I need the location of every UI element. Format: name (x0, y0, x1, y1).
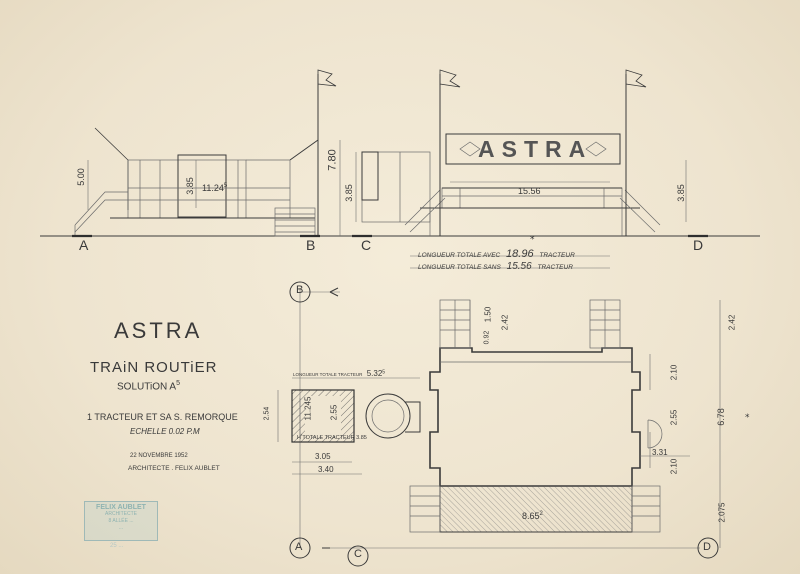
architect-stamp: FELIX AUBLET ARCHITECTE 8 ALLÉE ... ... (84, 501, 158, 541)
dim-500: 5.00 (75, 168, 86, 186)
dim-210-a: 2.10 (669, 364, 679, 381)
section-mark-d: D (693, 237, 704, 253)
title-block: ASTRA TRAiN ROUTiER SOLUTiON A5 1 TRACTE… (80, 318, 280, 478)
tractor-dim-340: 3.40 (318, 465, 334, 474)
dim-242-a: 2.42 (500, 314, 510, 331)
dim-678: 6.78 (715, 408, 726, 426)
floor-plan: * (277, 281, 750, 567)
section-mark-b: B (306, 237, 316, 253)
architect-name: ARCHITECTE . FELIX AUBLET (128, 465, 220, 472)
plan-mark-d: D (703, 541, 711, 553)
plan-mark-a: A (295, 541, 303, 553)
dim-385-c: 3.85 (675, 184, 686, 202)
front-elevation: * (352, 69, 708, 269)
sign-lettering: ASTRA (478, 136, 593, 162)
dim-150: 1.50 (483, 306, 493, 323)
platform-area: 8.652 (522, 511, 543, 521)
dim-092: 0.92 (483, 330, 491, 345)
dim-780: 7.80 (326, 149, 339, 171)
total-length-with-tractor: LONGUEUR TOTALE AVEC 18.96 TRACTEUR (418, 248, 575, 260)
plan-mark-c: C (354, 548, 362, 560)
svg-text:*: * (745, 413, 750, 423)
plan-mark-b: B (296, 284, 304, 296)
dim-385-b: 3.85 (343, 184, 354, 202)
section-mark-a: A (79, 237, 89, 253)
side-elevation (72, 69, 341, 238)
total-length-without-tractor: LONGUEUR TOTALE SANS 15.56 TRACTEUR (418, 261, 573, 272)
project-subject: TRAiN ROUTiER (90, 359, 218, 376)
tractor-dim-1124: 11.245 (303, 396, 313, 421)
stamp-footer: 25 ... (110, 543, 124, 549)
project-name: ASTRA (114, 318, 203, 343)
dim-385-a: 3.85 (184, 177, 195, 195)
dim-2075: 2.075 (717, 502, 727, 523)
elevations: * (40, 69, 760, 269)
project-date: 22 NOVEMBRE 1952 (130, 453, 188, 459)
dim-1556: 15.56 (518, 186, 541, 196)
dim-242-b: 2.42 (727, 314, 737, 331)
project-solution: SOLUTiON A5 (117, 380, 180, 393)
project-composition: 1 TRACTEUR ET SA S. REMORQUE (87, 412, 238, 422)
tractor-total-length: LONGUEUR TOTALE TRACTEUR 5.325 (293, 369, 386, 378)
tractor-height-note: HrTOTALE TRACTEUR 3.85 (297, 432, 367, 441)
center-mark: * (530, 235, 535, 245)
project-scale: ECHELLE 0.02 P.M (130, 427, 200, 436)
dim-1124: 11.245 (202, 183, 228, 193)
dim-331: 3.31 (652, 448, 668, 457)
tractor-dim-305: 3.05 (315, 452, 331, 461)
tractor-dim-255: 2.55 (329, 404, 339, 421)
dim-210-b: 2.10 (669, 458, 679, 475)
dim-255-a: 2.55 (669, 409, 679, 426)
section-mark-c: C (361, 237, 372, 253)
